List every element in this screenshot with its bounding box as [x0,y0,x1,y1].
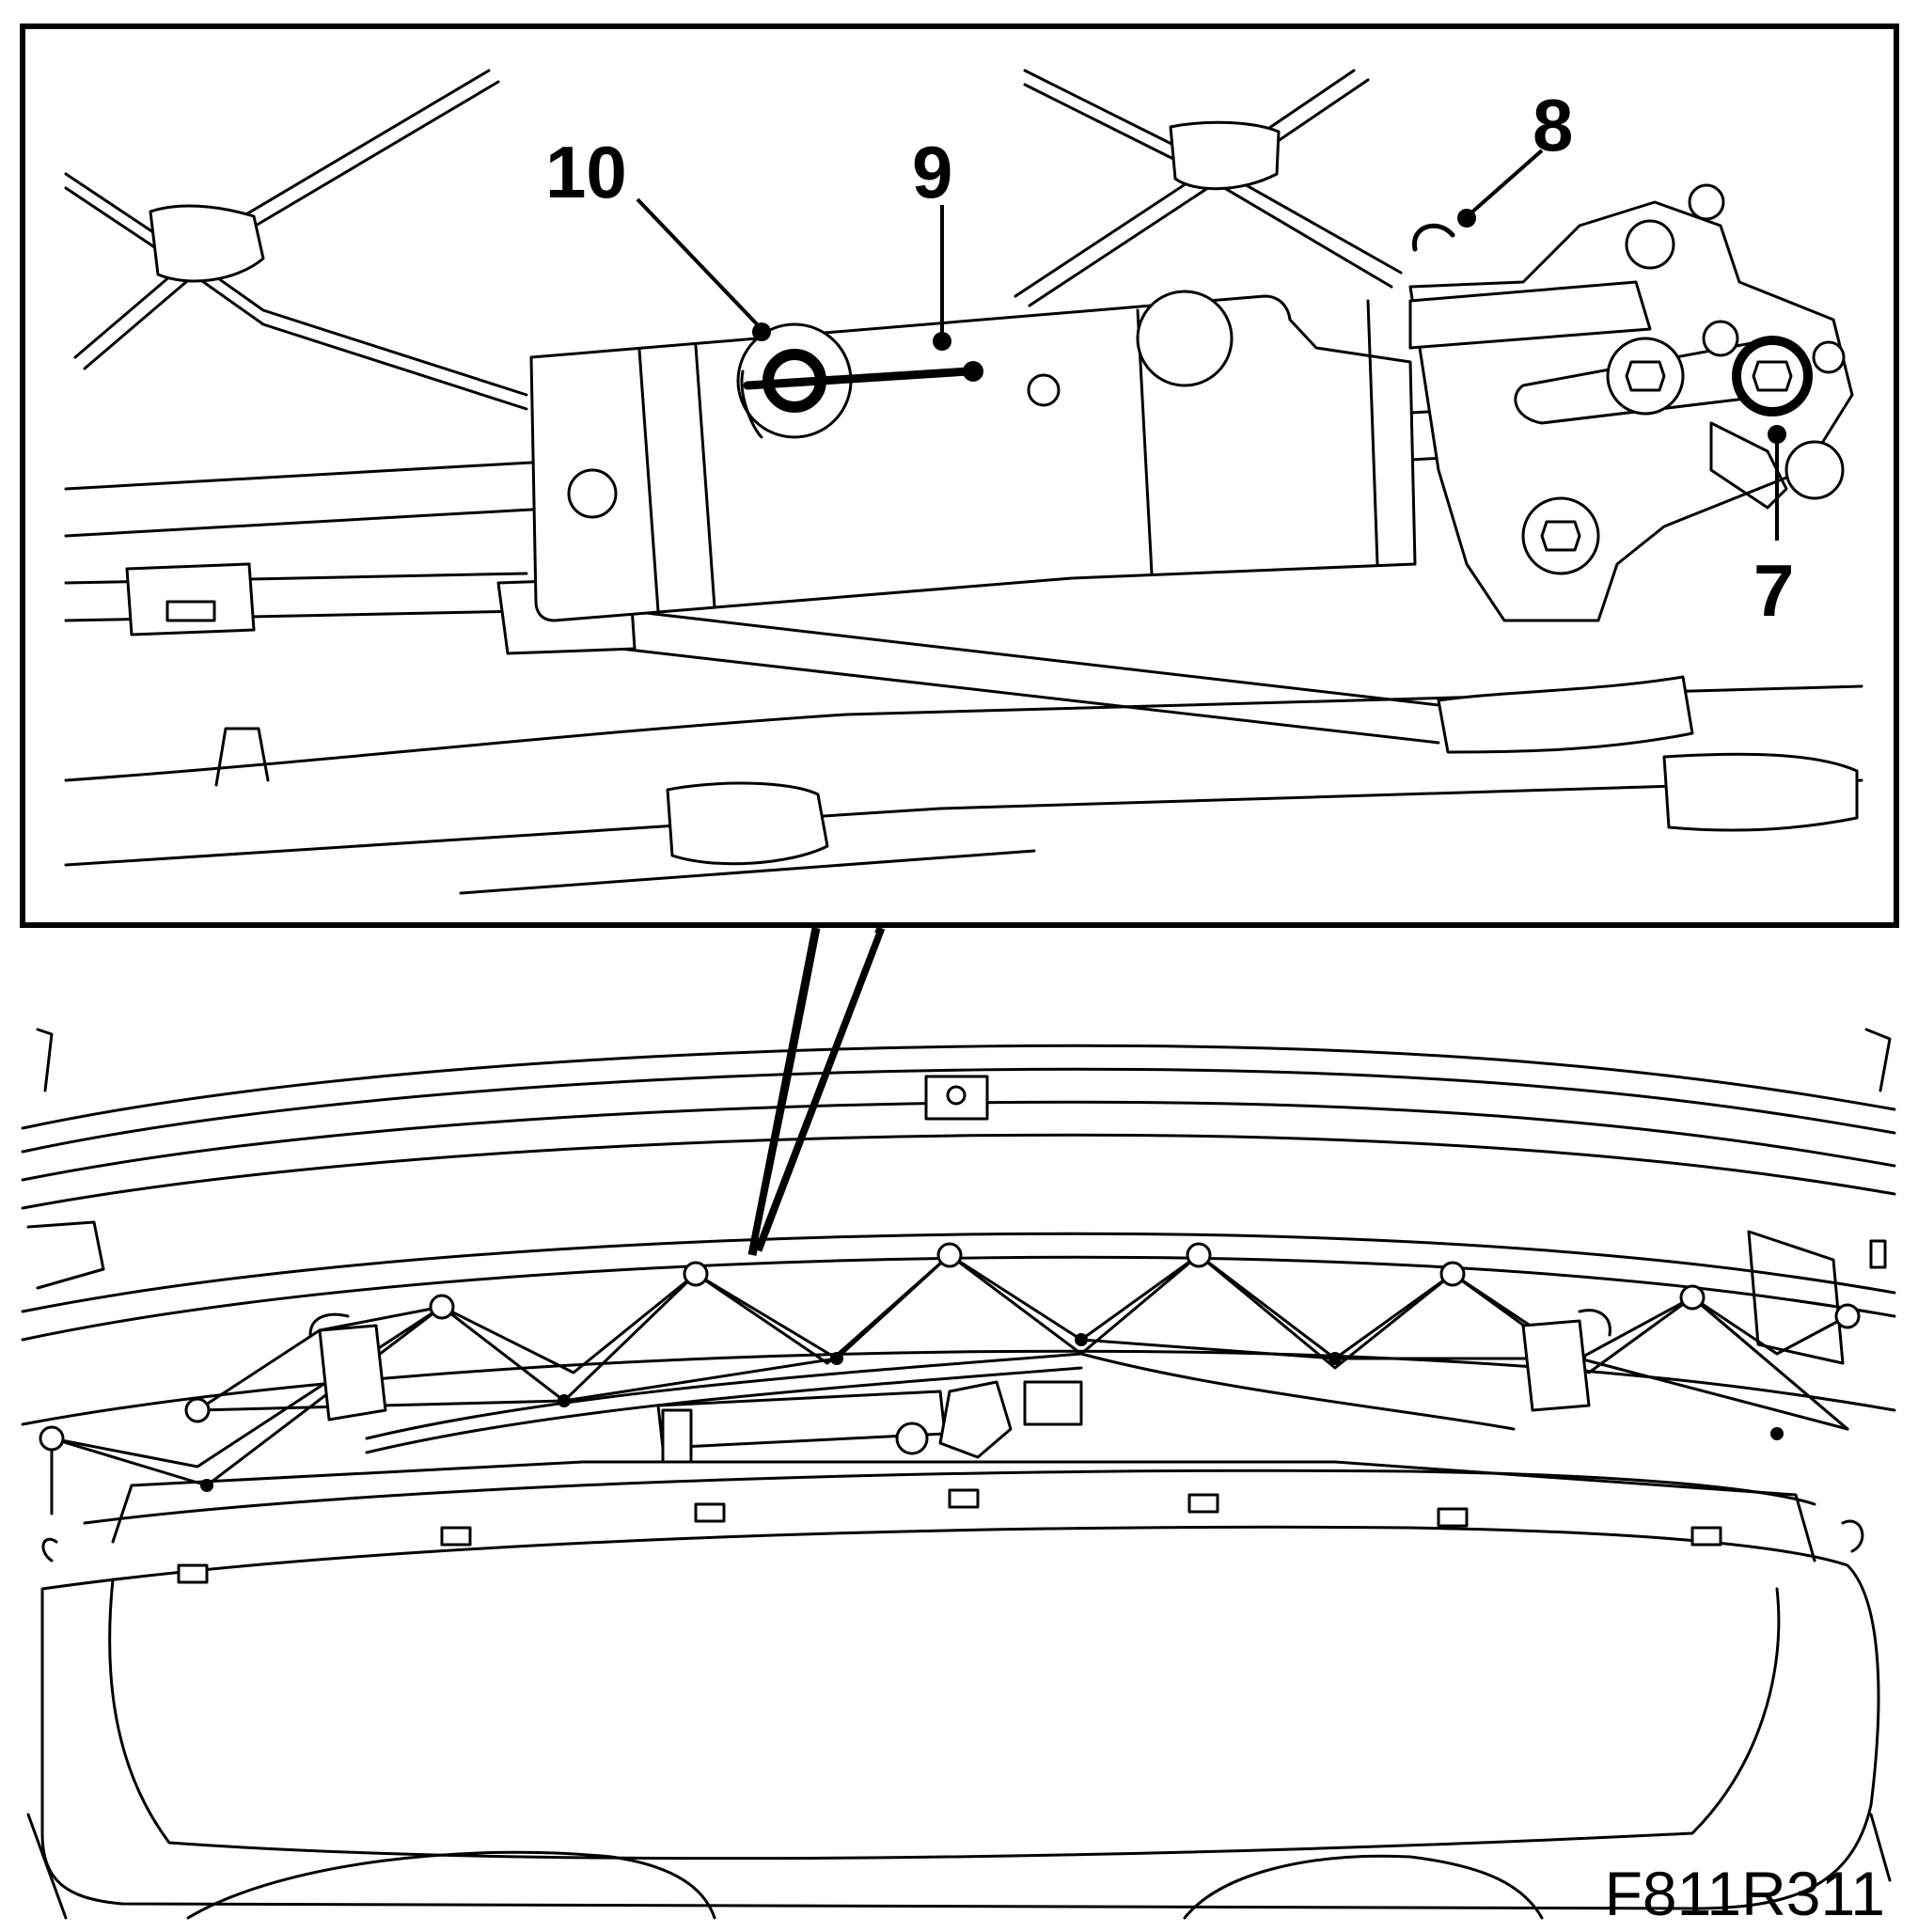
housing-hole [567,468,618,519]
cover-roll [40,1460,1880,1910]
housing-hole [1027,373,1061,407]
inset-net [64,69,1403,411]
screw-7 [1732,336,1813,416]
pin-9-head [963,361,983,382]
net-knot [149,204,265,283]
cable-clip [666,781,829,866]
reference-code: F811R311 [1605,1859,1885,1928]
bracket-hole [1625,219,1675,270]
latch-right [1521,1319,1591,1412]
torx-screw [1521,496,1600,575]
latch-left [318,1324,387,1422]
overview-net [39,1242,1861,1516]
cable-clip [1662,752,1859,832]
detail-inset: 10 9 8 7 [20,24,1899,928]
leader-lines [636,149,1786,541]
callout-8: 8 [1533,84,1573,166]
torx-screw [1606,337,1685,416]
pin-9 [743,367,973,390]
overview-view [21,1028,1896,1920]
overview-bracket [938,1380,1013,1459]
callout-7: 7 [1753,549,1794,632]
actuator-boss [1136,290,1234,387]
cable-sleeve [1437,675,1694,754]
zoom-pointer [747,926,886,1256]
torx-screw [1784,440,1845,500]
bracket-hole [1812,340,1846,374]
cable-clip [125,562,256,636]
net-knot [1169,120,1281,191]
callout-9: 9 [912,131,952,213]
hinge-bracket [1408,183,1854,622]
push-rod-end [1408,280,1652,350]
bracket-hole [1688,183,1725,221]
bracket-hole [1702,320,1739,357]
ring-8 [1412,223,1455,252]
clip-tab [165,600,216,622]
actuator-overview [365,1352,1516,1464]
callout-10: 10 [545,131,627,213]
